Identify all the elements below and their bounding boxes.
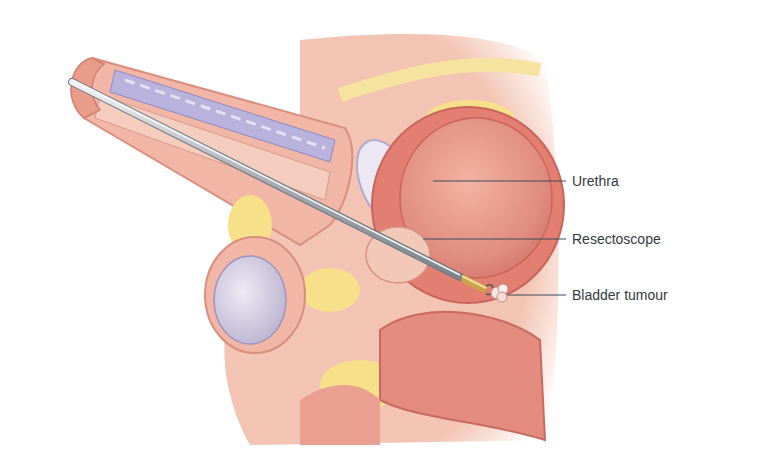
leader-line: [433, 181, 566, 182]
fat: [300, 268, 360, 312]
scrotum: [205, 237, 305, 353]
leader-line: [423, 239, 566, 240]
perineum: [300, 385, 380, 445]
resectoscope-tip: [462, 276, 486, 288]
part-label: Bladder tumour: [570, 286, 670, 304]
bladder-tumour: [491, 284, 508, 302]
leader-line: [508, 295, 566, 296]
rectum: [380, 312, 545, 440]
part-label: Urethra: [570, 172, 621, 190]
resectoscope: [72, 82, 462, 278]
resectoscope-highlight: [74, 81, 460, 275]
resectoscope: [72, 82, 462, 278]
part-label: Resectoscope: [570, 230, 663, 248]
resectoscope-tip: [462, 278, 486, 290]
testis: [214, 256, 286, 344]
fat-layer: [340, 65, 540, 95]
